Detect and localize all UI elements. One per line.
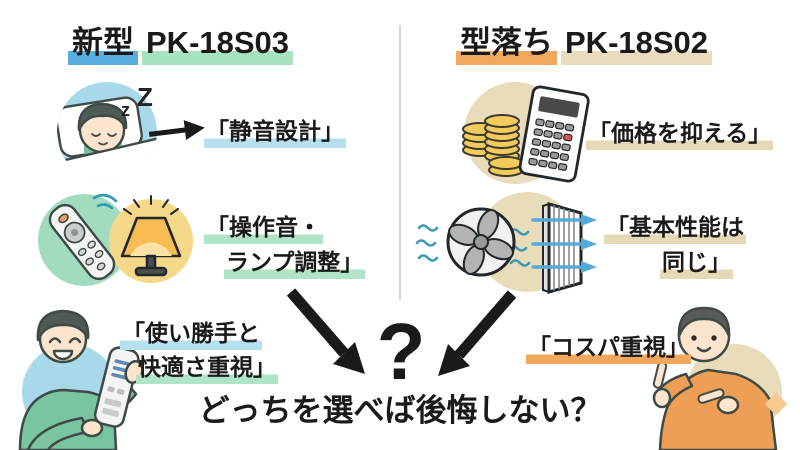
sleeping-person-icon — [57, 82, 157, 182]
question-mark: ? — [376, 307, 426, 396]
right-persona-label: 「コスパ重視」 — [526, 330, 691, 365]
person-with-remote-icon — [18, 309, 144, 450]
big-arrow-down-left-icon — [438, 290, 517, 376]
filter-icon — [542, 202, 583, 294]
left-title-model: PK-18S03 — [142, 23, 294, 65]
big-arrow-down-right-icon — [286, 288, 365, 374]
right-title-tag: 型落ち — [456, 23, 557, 65]
lamp-icon — [120, 195, 182, 277]
coins-and-calculator-icons — [462, 82, 590, 184]
same-performance-label: 「基本性能は 同じ」 — [604, 210, 746, 280]
quiet-design-label: 「静音設計」 — [204, 114, 346, 149]
coins-icon — [462, 114, 524, 177]
fan-icon — [446, 207, 516, 277]
bottom-question: どっちを選べば後悔しない？ — [198, 393, 602, 428]
fan-and-filter-icons — [415, 192, 597, 294]
left-title-tag: 新型 — [68, 23, 138, 65]
zzz-small-text: z — [121, 100, 130, 120]
remote-and-lamp-icons — [38, 193, 193, 286]
calculator-icon — [518, 85, 590, 183]
low-price-label: 「価格を抑える」 — [586, 116, 774, 151]
remote-icon — [48, 193, 118, 281]
person-pointing-icon — [652, 306, 788, 450]
left-persona-label: 「使い勝手と 快適さ重視」 — [120, 316, 278, 384]
controls-label: 「操作音・ ランプ調整」 — [204, 210, 366, 280]
airflow-arrows-icon — [531, 214, 597, 273]
right-title-model: PK-18S02 — [561, 23, 713, 65]
column-divider — [399, 25, 401, 300]
zzz-large-text: Z — [137, 82, 153, 112]
arrow-right-icon — [148, 120, 205, 140]
